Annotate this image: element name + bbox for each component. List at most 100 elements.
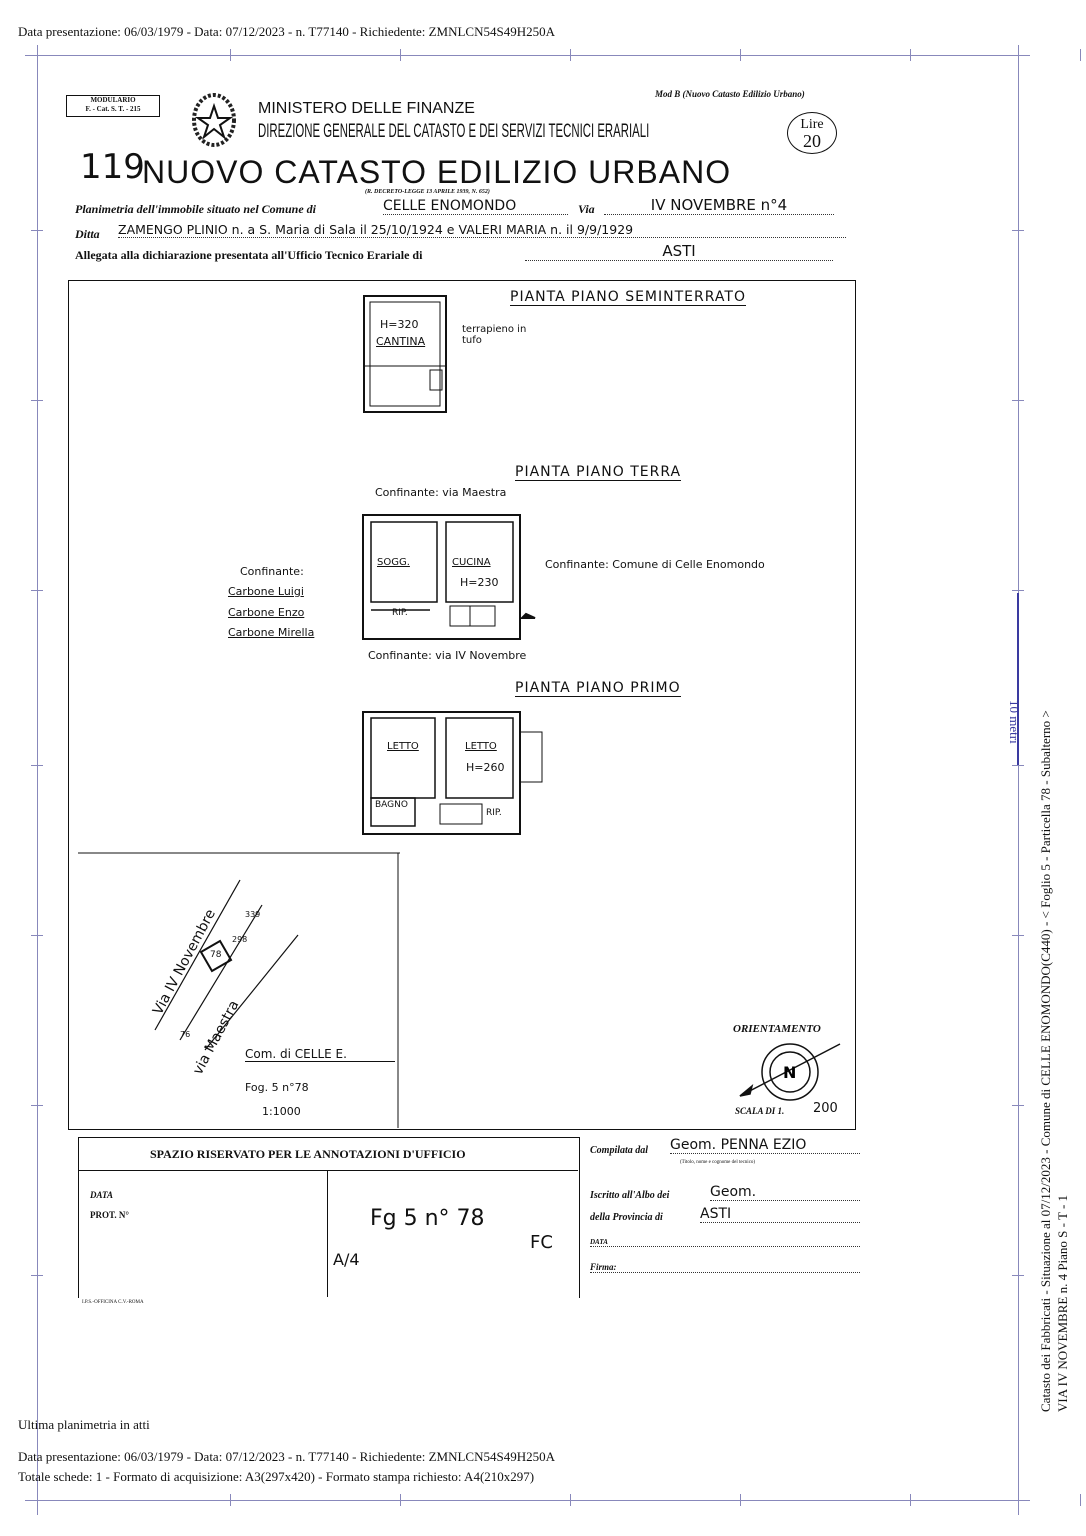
confinante-west-3: Carbone Mirella (228, 626, 315, 639)
frame-tick (1012, 1105, 1024, 1106)
scala-value: 200 (813, 1101, 838, 1116)
room-rip-primo: RIP. (486, 808, 502, 818)
footer-last: Ultima planimetria in atti (18, 1417, 150, 1432)
frame-tick (1080, 49, 1081, 61)
scala-label: SCALA DI 1. (735, 1106, 785, 1116)
planimetria-label: Planimetria dell'immobile situato nel Co… (75, 202, 317, 216)
confinante-west-2: Carbone Enzo (228, 606, 305, 619)
frame-tick (400, 1494, 401, 1506)
frame-tick (31, 765, 43, 766)
footer-totals: Totale schede: 1 - Formato di acquisizio… (18, 1469, 535, 1484)
ditta-value: ZAMENGO PLINIO n. a S. Maria di Sala il … (118, 222, 846, 238)
parcel-map (154, 879, 299, 1051)
frame-tick (230, 1494, 231, 1506)
office-prot: PROT. N° (90, 1210, 129, 1220)
frame-tick (910, 1494, 911, 1506)
provincia-label: della Provincia di (590, 1212, 663, 1223)
compass-north: N (783, 1063, 796, 1082)
plan-piano-terra (362, 514, 536, 640)
frame-tick (740, 1494, 741, 1506)
frame-right (1018, 45, 1019, 1515)
height-primo: H=260 (466, 761, 505, 774)
stamp-value: 20 (803, 131, 821, 151)
direction: DIREZIONE GENERALE DEL CATASTO E DEI SER… (258, 121, 650, 142)
title-primo: PIANTA PIANO PRIMO (515, 680, 681, 697)
drawing-frame (68, 280, 856, 1130)
side-info-line1: Catasto dei Fabbricati - Situazione al 0… (1038, 710, 1053, 1412)
decree: (R. DECRETO-LEGGE 13 APRILE 1939, N. 652… (365, 189, 490, 195)
stamp-lire: Lire (800, 117, 824, 132)
scale-bar (1017, 593, 1019, 765)
room-sogg: SOGG. (377, 557, 410, 568)
confinante-north: Confinante: via Maestra (375, 486, 507, 499)
frame-tick (400, 49, 401, 61)
comune-value: CELLE ENOMONDO (383, 198, 568, 215)
title-seminterrato: PIANTA PIANO SEMINTERRATO (510, 289, 746, 306)
form-title: NUOVO CATASTO EDILIZIO URBANO (142, 154, 732, 190)
via-label: Via (578, 202, 595, 216)
height-seminterrato: H=320 (380, 318, 419, 331)
ministry: MINISTERO DELLE FINANZE (258, 100, 475, 117)
room-letto-2: LETTO (465, 741, 497, 752)
frame-tick (570, 1494, 571, 1506)
office-handwritten: Fg 5 n° 78 (370, 1206, 485, 1231)
footer-meta: Data presentazione: 06/03/1979 - Data: 0… (18, 1449, 555, 1464)
emblem-icon (192, 93, 236, 147)
frame-tick (31, 1500, 43, 1501)
mod-label: Mod B (Nuovo Catasto Edilizio Urbano) (655, 89, 805, 99)
orientation-label: ORIENTAMENTO (733, 1023, 821, 1035)
parcel-n-339: 339 (245, 910, 261, 919)
frame-tick (1012, 1275, 1024, 1276)
room-cantina: CANTINA (376, 335, 426, 348)
ufficio-value: ASTI (525, 243, 833, 261)
allegata-label: Allegata alla dichiarazione presentata a… (75, 248, 423, 262)
compass-icon (739, 1043, 841, 1101)
frame-tick (1012, 230, 1024, 231)
office-title-row (78, 1137, 578, 1171)
data-label: DATA (590, 1238, 860, 1247)
frame-left (37, 45, 38, 1515)
parcel-n-76: 76 (180, 1030, 191, 1039)
frame-tick (1080, 1494, 1081, 1506)
room-bagno: BAGNO (375, 800, 408, 810)
confinante-west-label: Confinante: (240, 565, 304, 578)
room-rip-terra: RIP. (392, 608, 408, 618)
map-foglio: Fog. 5 n°78 (245, 1081, 309, 1094)
scale-bar-label: 10 metri (1007, 700, 1022, 744)
albo-label: Iscritto all'Albo dei (590, 1190, 670, 1201)
frame-tick (31, 1105, 43, 1106)
lire-stamp: Lire 20 (787, 112, 837, 154)
side-info-line2: VIA IV NOVEMBRE n. 4 Piano S - T - 1 (1055, 1194, 1070, 1412)
parcel-number: 78 (210, 950, 222, 960)
office-title: SPAZIO RISERVATO PER LE ANNOTAZIONI D'UF… (150, 1147, 466, 1161)
frame-bottom (25, 1500, 1030, 1501)
title-terra: PIANTA PIANO TERRA (515, 464, 682, 481)
modulario-box: MODULARIO F. - Cat. S. T. - 215 (66, 95, 160, 117)
height-terra: H=230 (460, 576, 499, 589)
form-number: 119 (80, 147, 145, 187)
frame-tick (740, 49, 741, 61)
note-terrapieno: terrapieno in tufo (462, 324, 527, 346)
map-comune: Com. di CELLE E. (245, 1047, 395, 1062)
office-printer: I.P.S.-OFFICINA C.V.-ROMA (82, 1300, 144, 1305)
via-value: IV NOVEMBRE n°4 (604, 197, 834, 215)
frame-tick (31, 590, 43, 591)
frame-tick (1012, 765, 1024, 766)
room-cucina: CUCINA (452, 557, 491, 568)
header-meta: Data presentazione: 06/03/1979 - Data: 0… (18, 24, 555, 39)
frame-tick (1012, 935, 1024, 936)
office-mark: FC (530, 1232, 553, 1253)
frame-tick (31, 935, 43, 936)
modulario-label: MODULARIO (90, 96, 136, 104)
compilata-value: Geom. PENNA EZIO (670, 1137, 860, 1154)
compilata-label: Compilata dal (590, 1145, 649, 1156)
office-data: DATA (90, 1190, 114, 1200)
map-scala: 1:1000 (262, 1105, 301, 1118)
confinante-east: Confinante: Comune di Celle Enomondo (545, 558, 765, 571)
frame-tick (1012, 590, 1024, 591)
plan-seminterrato (363, 295, 447, 413)
office-divider (327, 1170, 328, 1297)
frame-tick (31, 55, 43, 56)
parcel-n-298: 298 (232, 935, 248, 944)
